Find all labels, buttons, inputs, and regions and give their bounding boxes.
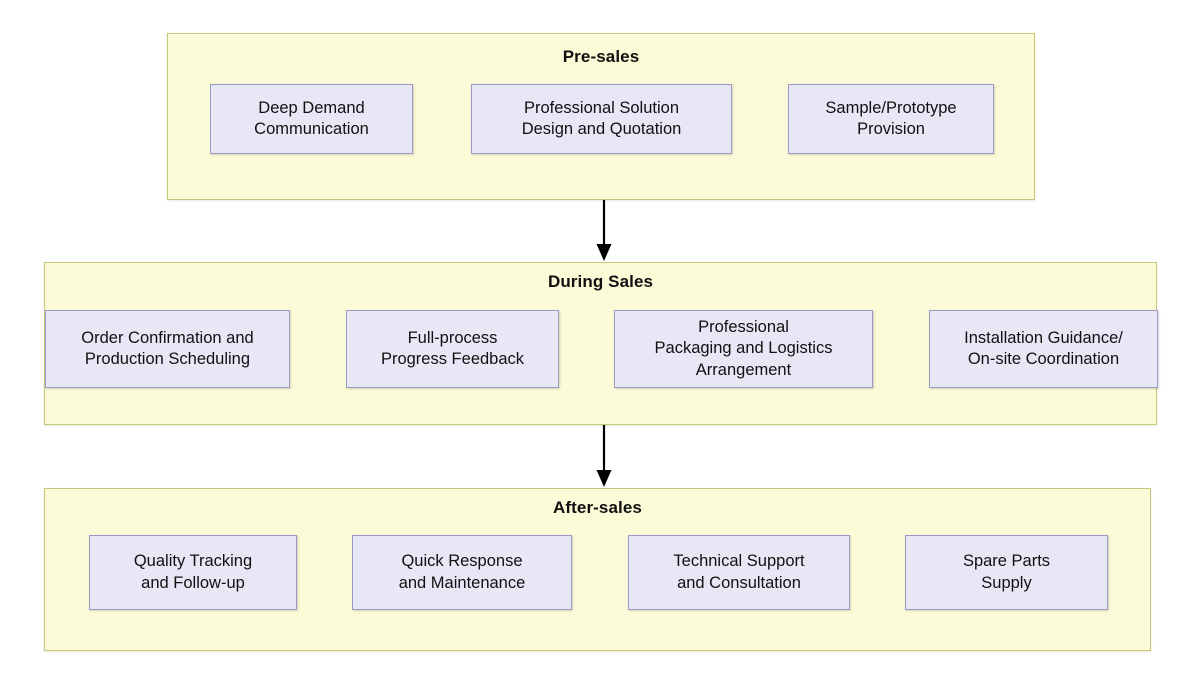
item-box-quick-response-and-maintenance[interactable]: Quick Response and Maintenance: [352, 535, 572, 610]
item-box-professional-packaging-and-logistics-arrangement[interactable]: Professional Packaging and Logistics Arr…: [614, 310, 873, 388]
stage-during-sales: During Sales Order Confirmation and Prod…: [44, 262, 1158, 425]
stage-title-pre-sales: Pre-sales: [562, 47, 640, 66]
item-row-pre-sales: Deep Demand Communication Professional S…: [168, 84, 1036, 154]
item-box-installation-guidance-on-site-coordination[interactable]: Installation Guidance/ On-site Coordinat…: [929, 310, 1158, 388]
connector-during-to-after: [589, 425, 619, 488]
stage-title-during-sales: During Sales: [547, 272, 654, 291]
item-row-after-sales: Quality Tracking and Follow-up Quick Res…: [45, 535, 1152, 610]
item-box-sample-prototype-provision[interactable]: Sample/Prototype Provision: [788, 84, 994, 154]
item-box-deep-demand-communication[interactable]: Deep Demand Communication: [210, 84, 413, 154]
item-box-quality-tracking-and-follow-up[interactable]: Quality Tracking and Follow-up: [89, 535, 297, 610]
item-box-professional-solution-design-and-quotation[interactable]: Professional Solution Design and Quotati…: [471, 84, 732, 154]
item-row-during-sales: Order Confirmation and Production Schedu…: [45, 310, 1158, 388]
stage-pre-sales: Pre-sales Deep Demand Communication Prof…: [167, 33, 1035, 200]
item-box-order-confirmation-and-production-scheduling[interactable]: Order Confirmation and Production Schedu…: [45, 310, 290, 388]
stage-after-sales: After-sales Quality Tracking and Follow-…: [44, 488, 1151, 651]
item-box-spare-parts-supply[interactable]: Spare Parts Supply: [905, 535, 1108, 610]
item-box-full-process-progress-feedback[interactable]: Full-process Progress Feedback: [346, 310, 559, 388]
connector-pre-to-during: [589, 200, 619, 262]
item-box-technical-support-and-consultation[interactable]: Technical Support and Consultation: [628, 535, 850, 610]
stage-title-after-sales: After-sales: [553, 498, 642, 517]
